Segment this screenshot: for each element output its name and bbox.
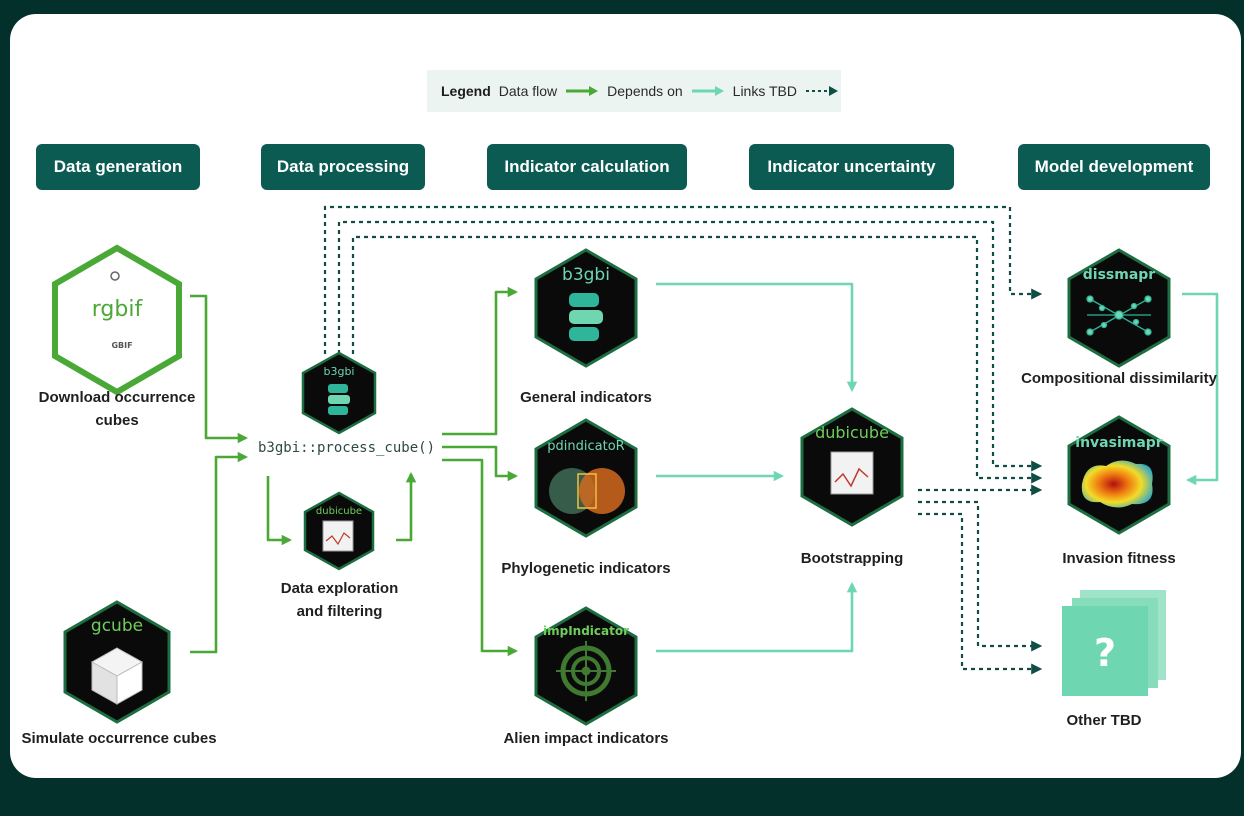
links-tbd-arrow-icon	[805, 86, 838, 96]
bee-icon	[110, 271, 120, 281]
flow-process-exploration	[266, 476, 293, 546]
b3gbi-small-hex-logo: b3gbi	[301, 351, 377, 435]
b3gbi-small-name: b3gbi	[323, 365, 354, 378]
links-tbd-connections	[323, 205, 1043, 675]
label-invasion-fitness: Invasion fitness	[1062, 550, 1176, 567]
impindicator-hex-logo: impIndicator	[534, 606, 638, 726]
depends-on-connections	[656, 282, 1219, 653]
label-bootstrapping: Bootstrapping	[800, 550, 904, 567]
tbd-link-b3gbi-dissmapr	[323, 205, 1043, 354]
dubicube-small-name: dubicube	[316, 506, 362, 517]
dissmapr-hex-logo: dissmapr	[1067, 248, 1171, 368]
network-icon	[1086, 295, 1152, 336]
dissmapr-name: dissmapr	[1083, 267, 1156, 283]
dubicube-name: dubicube	[815, 423, 889, 442]
legend: Legend Data flow Depends on Links TBD	[427, 70, 841, 112]
gbif-mark: GBIF	[111, 341, 132, 350]
pdindicator-hex-logo: pdindicatoR	[534, 418, 638, 538]
process-cube-function: b3gbi::process_cube()	[258, 440, 436, 456]
dubicube-hex-logo: dubicube	[800, 407, 904, 527]
header-data-generation: Data generation	[36, 144, 200, 190]
tbd-link-b3gbi-invasimapr	[337, 220, 1043, 472]
dubicube-small-cube-icon	[322, 520, 354, 552]
depends-impindicator-dubicube	[656, 581, 858, 653]
header-indicator-calculation: Indicator calculation	[487, 144, 687, 190]
depends-dissmapr-invasimapr	[1182, 292, 1219, 486]
label-compositional-dissimilarity: Compositional dissimilarity	[1021, 370, 1217, 387]
gcube-name: gcube	[91, 616, 143, 636]
flow-process-impindicator	[442, 458, 519, 657]
gcube-hex-logo: gcube	[63, 600, 171, 724]
label-data-exploration: Data exploration and filtering	[280, 580, 399, 621]
label-general-indicators: General indicators	[520, 389, 652, 406]
b3gbi-small-stack-icon	[328, 384, 350, 415]
dubicube-small-hex-logo: dubicube	[303, 491, 375, 571]
depends-on-arrow-icon	[691, 86, 724, 96]
flow-exploration-process	[396, 471, 417, 542]
label-phylogenetic-indicators: Phylogenetic indicators	[501, 560, 671, 577]
flow-process-pdindicator	[442, 445, 519, 482]
label-simulate-occurrence: Simulate occurrence cubes	[21, 730, 217, 747]
target-icon	[556, 641, 616, 701]
rgbif-name: rgbif	[92, 297, 144, 322]
legend-links-tbd-label: Links TBD	[732, 83, 797, 99]
flow-process-b3gbi	[442, 286, 519, 436]
cube-icon	[90, 647, 144, 705]
data-flow-arrow-icon	[566, 86, 599, 96]
b3gbi-name: b3gbi	[562, 265, 610, 285]
header-indicator-uncertainty: Indicator uncertainty	[749, 144, 954, 190]
flow-diagram: rgbif GBIF gcube b3gbi dubicube	[52, 205, 1219, 726]
header-data-processing: Data processing	[261, 144, 425, 190]
label-alien-impact-indicators: Alien impact indicators	[503, 730, 669, 747]
legend-title: Legend	[441, 83, 491, 99]
rgbif-hex-logo: rgbif GBIF	[52, 244, 182, 396]
legend-data-flow-label: Data flow	[498, 83, 558, 99]
tbd-link-b3gbi-invasimapr-2	[351, 235, 1043, 484]
invasimapr-hex-logo: invasimapr	[1067, 415, 1171, 535]
b3gbi-stack-icon	[569, 293, 603, 341]
label-download-occurrence: Download occurrence cubes	[38, 389, 196, 430]
depends-b3gbi-dubicube	[656, 282, 858, 393]
header-model-development: Model development	[1018, 144, 1210, 190]
label-other-tbd: Other TBD	[1066, 712, 1142, 729]
flow-gcube-process	[190, 451, 249, 654]
impindicator-name: impIndicator	[543, 624, 629, 638]
tbd-link-bootstrap-other-2	[918, 512, 1043, 675]
legend-depends-on-label: Depends on	[607, 83, 683, 99]
other-tbd-stack: ?	[1062, 590, 1166, 696]
pdindicator-name: pdindicatoR	[547, 439, 624, 454]
tbd-link-bootstrap-other	[918, 500, 1043, 652]
data-flow-connections	[190, 286, 519, 657]
venn-icon	[549, 468, 625, 514]
dubicube-cube-icon	[830, 451, 874, 495]
question-mark-icon: ?	[1094, 631, 1116, 675]
b3gbi-hex-logo: b3gbi	[534, 248, 638, 368]
invasimapr-name: invasimapr	[1075, 435, 1163, 451]
diagram-card: Legend Data flow Depends on Links TBD Da…	[10, 14, 1241, 778]
heatmap-icon	[1081, 460, 1153, 508]
flow-rgbif-process	[190, 294, 249, 444]
